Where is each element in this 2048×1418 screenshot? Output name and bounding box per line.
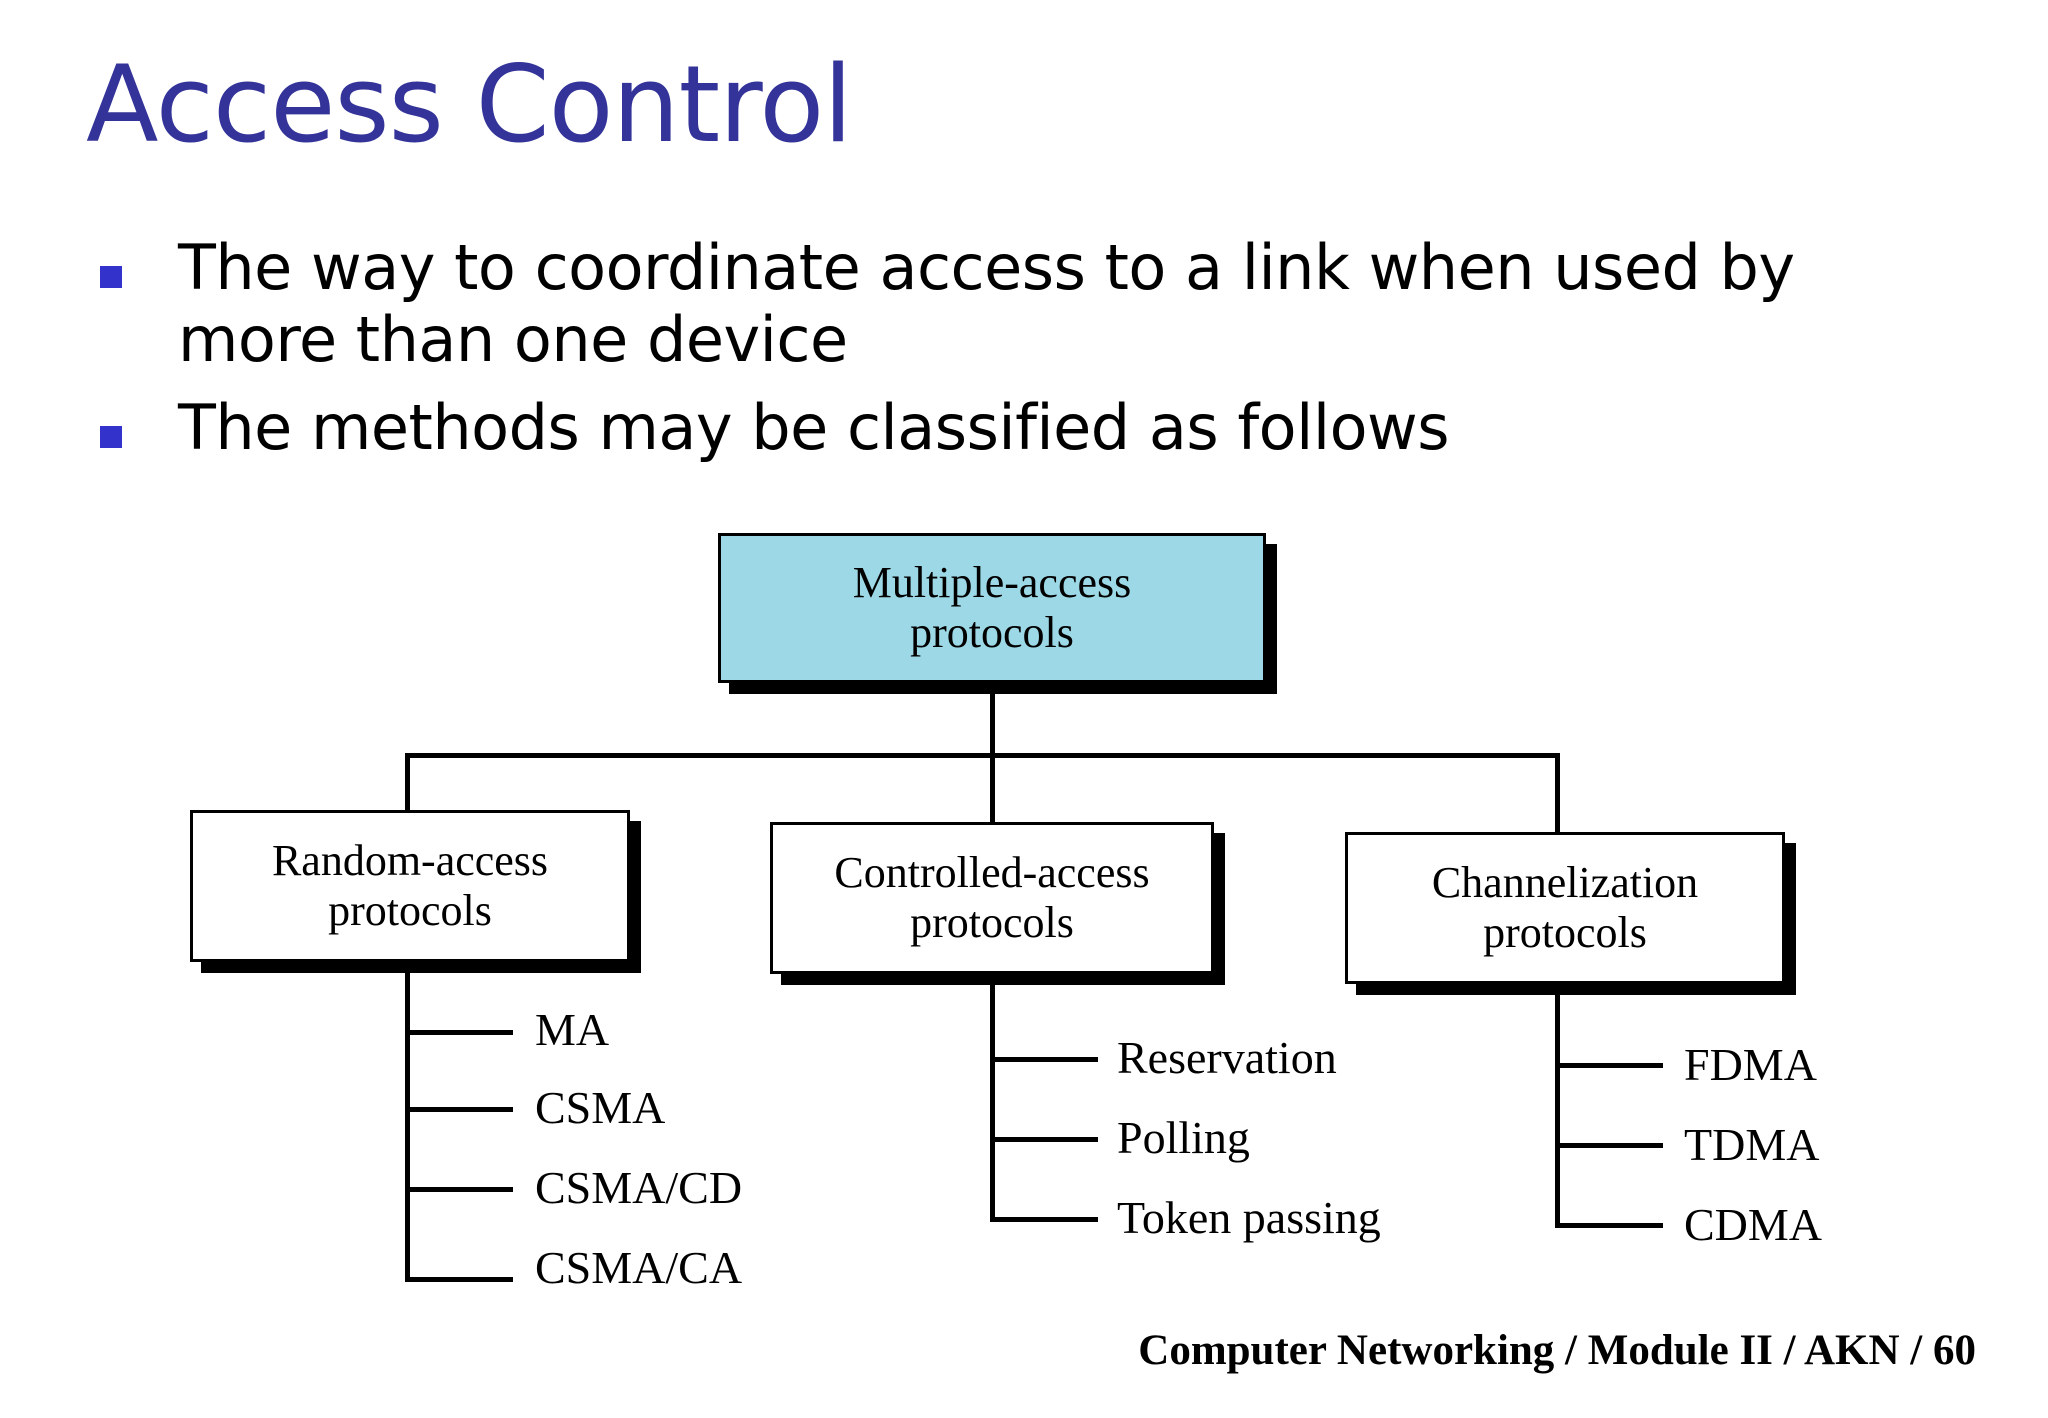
connector-stub-cdma: [1555, 1223, 1663, 1228]
node-label: Controlled-access protocols: [824, 848, 1159, 948]
list-item: The methods may be classified as follows: [92, 390, 1972, 464]
list-item: The way to coordinate access to a link w…: [92, 232, 1972, 376]
diagram-leaf-cdma: CDMA: [1684, 1199, 1823, 1250]
connector-stub-csma: [405, 1107, 513, 1112]
slide-footer: Computer Networking / Module II / AKN / …: [1138, 1327, 1976, 1374]
connector-stub-csma-ca: [405, 1277, 513, 1282]
connector-stub-polling: [990, 1137, 1098, 1142]
diagram-leaf-csma: CSMA: [535, 1082, 666, 1133]
node-label-line2: protocols: [1483, 908, 1647, 957]
connector-root-stem: [990, 683, 995, 756]
node-label: Multiple-access protocols: [843, 558, 1142, 658]
bullet-square-icon: [100, 266, 122, 288]
connector-drop-controlled-access: [990, 753, 995, 825]
connector-drop-random-access: [405, 753, 410, 813]
connector-stub-fdma: [1555, 1063, 1663, 1068]
bullet-text: The methods may be classified as follows: [178, 390, 1450, 464]
connector-stub-tdma: [1555, 1143, 1663, 1148]
node-label-line1: Channelization: [1431, 857, 1699, 907]
node-label-line2: protocols: [910, 898, 1074, 947]
diagram-node-channelization-protocols: Channelization protocols: [1345, 832, 1785, 984]
diagram-leaf-csma-ca: CSMA/CA: [535, 1242, 743, 1293]
diagram-leaf-polling: Polling: [1117, 1112, 1250, 1163]
connector-trunk-channelization: [1555, 984, 1560, 1228]
node-label: Random-access protocols: [262, 836, 558, 936]
diagram-leaf-tdma: TDMA: [1684, 1119, 1820, 1170]
connector-drop-channelization: [1555, 753, 1560, 835]
diagram-node-multiple-access-protocols: Multiple-access protocols: [718, 533, 1266, 683]
node-label-line1: Controlled-access: [834, 847, 1150, 897]
bullet-text: The way to coordinate access to a link w…: [178, 231, 1795, 376]
bullet-square-icon: [100, 425, 122, 448]
connector-stub-token-passing: [990, 1217, 1098, 1222]
connector-trunk-controlled-access: [990, 974, 995, 1222]
connector-stub-reservation: [990, 1057, 1098, 1062]
diagram-node-random-access-protocols: Random-access protocols: [190, 810, 630, 962]
connector-trunk-random-access: [405, 962, 410, 1282]
node-label-line2: protocols: [328, 886, 492, 935]
diagram-leaf-token-passing: Token passing: [1117, 1192, 1381, 1243]
node-label: Channelization protocols: [1422, 858, 1708, 958]
node-label-line1: Multiple-access: [852, 557, 1132, 607]
page-title: Access Control: [86, 43, 853, 166]
node-label-line1: Random-access: [271, 835, 549, 885]
diagram-leaf-ma: MA: [535, 1004, 610, 1055]
diagram-leaf-fdma: FDMA: [1684, 1039, 1817, 1090]
diagram-leaf-reservation: Reservation: [1117, 1032, 1337, 1083]
diagram-node-controlled-access-protocols: Controlled-access protocols: [770, 822, 1214, 974]
connector-horizontal-bus: [405, 753, 1557, 758]
connector-stub-csma-cd: [405, 1187, 513, 1192]
bullet-list: The way to coordinate access to a link w…: [92, 232, 1972, 480]
diagram-leaf-csma-cd: CSMA/CD: [535, 1162, 743, 1213]
node-label-line2: protocols: [910, 608, 1074, 657]
connector-stub-ma: [405, 1030, 513, 1035]
